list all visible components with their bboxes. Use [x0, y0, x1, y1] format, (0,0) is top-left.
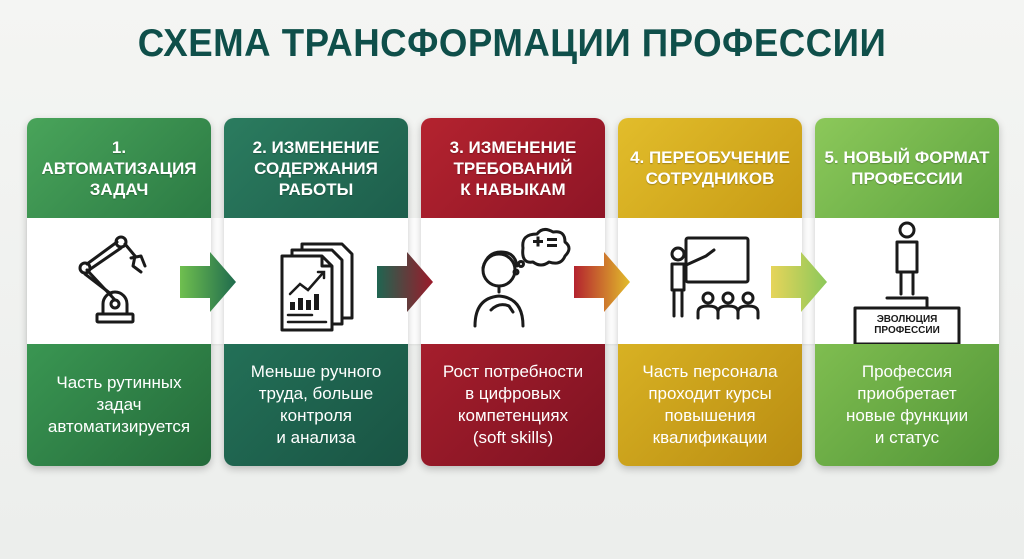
step-description: Часть персонала проходит курсы повышения… — [618, 344, 802, 466]
step-heading: 4. ПЕРЕОБУЧЕНИЕ СОТРУДНИКОВ — [618, 118, 802, 218]
step-card-new-profession: 5. НОВЫЙ ФОРМАТ ПРОФЕССИИ ЭВОЛЮЦИЯ ПРОФЕ… — [815, 118, 999, 466]
documents-chart-icon — [280, 242, 354, 332]
step-card-retraining: 4. ПЕРЕОБУЧЕНИЕ СОТРУДНИКОВ Часть персон… — [618, 118, 802, 466]
step-description: Профессия приобретает новые функции и ст… — [815, 344, 999, 466]
training-presentation-icon — [670, 236, 760, 320]
step-icon-area: ЭВОЛЮЦИЯ ПРОФЕССИИ — [815, 218, 999, 344]
step-card-work-content: 2. ИЗМЕНЕНИЕ СОДЕРЖАНИЯ РАБОТЫ М — [224, 118, 408, 466]
step-description: Меньше ручного труда, больше контроля и … — [224, 344, 408, 466]
step-heading: 3. ИЗМЕНЕНИЕ ТРЕБОВАНИЙ К НАВЫКАМ — [421, 118, 605, 218]
person-on-pedestal-icon — [853, 221, 961, 344]
arrow-right-icon — [574, 252, 630, 312]
step-heading: 2. ИЗМЕНЕНИЕ СОДЕРЖАНИЯ РАБОТЫ — [224, 118, 408, 218]
step-description: Рост потребности в цифровых компетенциях… — [421, 344, 605, 466]
arrow-right-icon — [771, 252, 827, 312]
arrow-right-icon — [180, 252, 236, 312]
step-description: Часть рутинных задач автоматизируется — [27, 344, 211, 466]
robot-arm-icon — [78, 235, 147, 324]
page-title: СХЕМА ТРАНСФОРМАЦИИ ПРОФЕССИИ — [137, 22, 887, 65]
arrow-right-icon — [377, 252, 433, 312]
step-heading: 1. АВТОМАТИЗАЦИЯ ЗАДАЧ — [27, 118, 211, 218]
step-heading: 5. НОВЫЙ ФОРМАТ ПРОФЕССИИ — [815, 118, 999, 218]
thinking-person-icon — [473, 227, 571, 328]
pedestal-label: ЭВОЛЮЦИЯ ПРОФЕССИИ — [874, 314, 940, 336]
